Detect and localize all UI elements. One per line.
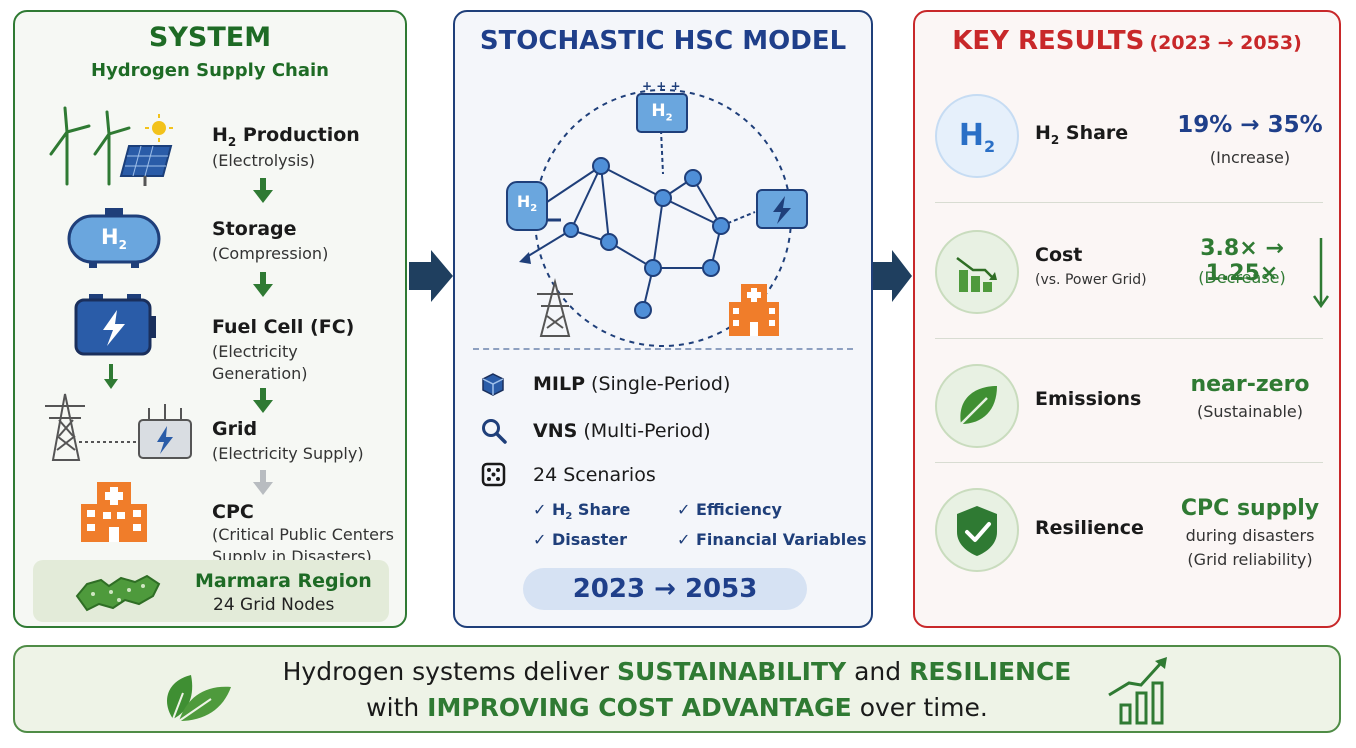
tank-icon <box>506 181 561 231</box>
arrow-right-icon <box>872 250 912 302</box>
result-resilience-sub: during disasters <box>1185 526 1315 545</box>
leaves-icon <box>167 675 231 722</box>
result-h2-share-value: 19% → 35% <box>1177 112 1323 138</box>
step-h2-production-sub: (Electrolysis) <box>212 151 315 170</box>
result-cost-name: Cost <box>1035 244 1083 266</box>
region-nodes: 24 Grid Nodes <box>213 595 335 615</box>
results-panel: KEY RESULTS (2023 → 2053) H2 H2 Share 19… <box>913 10 1341 628</box>
dice-icon <box>481 462 506 487</box>
arrow-down-icon <box>253 178 273 203</box>
region-name: Marmara Region <box>195 570 372 592</box>
region-map-icon <box>75 574 161 612</box>
results-title: KEY RESULTS (2023 → 2053) <box>952 26 1302 56</box>
step-fuel-cell-label: Fuel Cell (FC) <box>212 316 355 338</box>
model-item-vns: VNS (Multi-Period) <box>533 420 711 442</box>
period-text: 2023 → 2053 <box>572 574 758 604</box>
step-cpc-sub: (Critical Public Centers <box>212 525 394 544</box>
hospital-icon <box>729 284 779 336</box>
network-diagram: + + + <box>506 79 808 347</box>
result-h2-share-sub: (Increase) <box>1209 148 1291 167</box>
fuel-cell-icon <box>756 189 808 229</box>
arrow-right-icon <box>409 250 453 302</box>
check-h2-share: ✓ H2 Share <box>533 500 631 523</box>
model-item-milp: MILP (Single-Period) <box>533 373 731 395</box>
arrow-down-icon <box>253 388 273 413</box>
tank-label: H2 <box>516 192 538 215</box>
step-grid-label: Grid <box>212 418 258 440</box>
model-panel: STOCHASTIC HSC MODEL + + + <box>453 10 873 628</box>
result-cost-sub: (Decrease) <box>1198 268 1286 287</box>
period-pill: 2023 → 2053 <box>523 568 807 610</box>
h2-share-icon: H2 <box>935 94 1019 178</box>
result-resilience-value: CPC supply <box>1180 496 1320 521</box>
cost-chart-icon <box>935 230 1019 314</box>
step-fuel-cell-sub2: Generation) <box>212 364 308 383</box>
battery-icon: + + + <box>636 79 688 133</box>
check-disaster: ✓ Disaster <box>533 530 627 549</box>
step-fuel-cell-sub: (Electricity <box>212 342 298 361</box>
result-emissions-value: near-zero <box>1190 372 1310 397</box>
step-grid-sub: (Electricity Supply) <box>212 444 364 463</box>
step-storage-label: Storage <box>212 218 297 240</box>
wind-solar-icon <box>49 106 173 186</box>
result-cost-value: 3.8× → 1.25× <box>1200 236 1284 286</box>
result-resilience-sub2: (Grid reliability) <box>1187 550 1313 569</box>
result-emissions-name: Emissions <box>1035 388 1142 410</box>
arrow-down-icon <box>253 470 273 495</box>
fuel-cell-icon <box>74 294 156 356</box>
region-box: Marmara Region 24 Grid Nodes <box>33 560 389 622</box>
decrease-arrow-icon <box>1312 238 1330 309</box>
battery-label: H2 <box>651 101 673 124</box>
cube-icon <box>482 373 504 396</box>
conclusion-banner: Hydrogen systems deliver SUSTAINABILITY … <box>13 645 1341 733</box>
growth-chart-icon <box>1108 657 1167 725</box>
model-title: STOCHASTIC HSC MODEL <box>479 26 847 56</box>
result-h2-share-name: H2 Share <box>1035 122 1129 147</box>
leaf-icon <box>935 364 1019 448</box>
system-subtitle: Hydrogen Supply Chain <box>91 60 329 81</box>
storage-tank-icon: H2 <box>67 208 161 268</box>
check-financial: ✓ Financial Variables <box>677 530 867 549</box>
arrow-down-icon <box>253 272 273 297</box>
system-panel: SYSTEM Hydrogen Supply Chain H2 Producti… <box>13 10 407 628</box>
banner-text: Hydrogen systems deliver SUSTAINABILITY … <box>282 657 1072 722</box>
result-cost-note: (vs. Power Grid) <box>1035 272 1147 288</box>
svg-text:+ + +: + + + <box>642 79 681 93</box>
check-efficiency: ✓ Efficiency <box>677 500 782 519</box>
model-item-scenarios: 24 Scenarios <box>533 464 656 486</box>
step-h2-production-label: H2 Production <box>212 124 360 149</box>
step-storage-sub: (Compression) <box>212 244 329 263</box>
divider <box>473 348 853 350</box>
arrow-down-icon <box>104 364 118 389</box>
shield-check-icon <box>935 488 1019 572</box>
step-cpc-label: CPC <box>212 501 254 523</box>
grid-tower-icon <box>537 278 573 337</box>
hospital-icon <box>81 482 147 542</box>
result-emissions-sub: (Sustainable) <box>1196 402 1304 421</box>
grid-tower-icon <box>45 393 192 461</box>
result-resilience-name: Resilience <box>1035 517 1144 539</box>
magnifier-icon <box>482 419 507 444</box>
system-title: SYSTEM <box>148 22 272 53</box>
